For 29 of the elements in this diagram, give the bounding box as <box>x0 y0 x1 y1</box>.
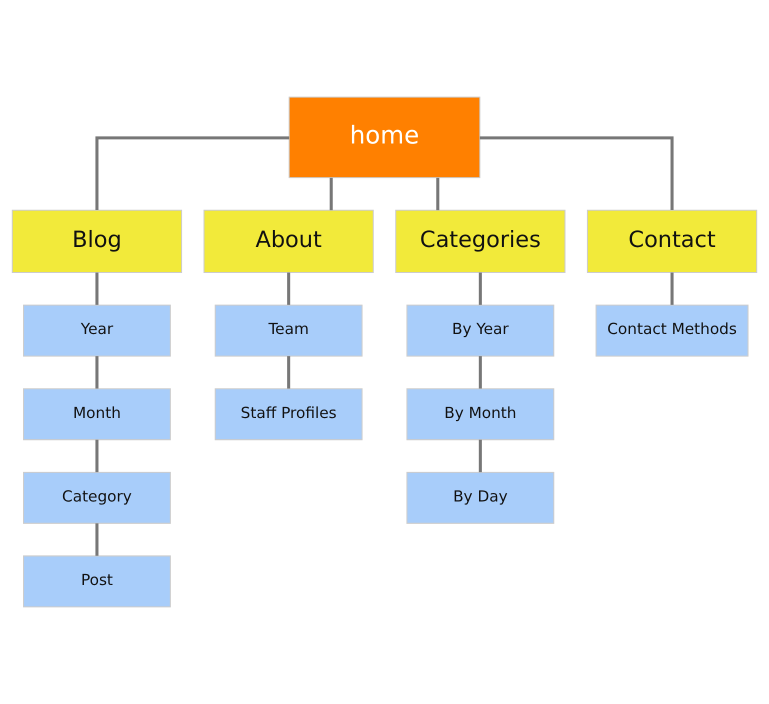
connector <box>95 356 98 389</box>
connector <box>478 356 482 389</box>
node-box: home <box>288 96 480 178</box>
connector <box>670 272 674 305</box>
node-box: By Year <box>406 304 554 357</box>
node-box: Contact <box>586 210 758 273</box>
connector <box>95 136 290 210</box>
connector <box>287 356 290 389</box>
connector <box>480 136 674 210</box>
node-box: Categories <box>395 210 566 273</box>
node-box: Year <box>23 304 171 357</box>
connector <box>95 440 98 472</box>
connector <box>478 440 482 472</box>
node-box: Staff Profiles <box>214 388 363 440</box>
connector <box>95 272 98 305</box>
node-box: By Month <box>406 388 554 440</box>
node-box: Category <box>23 472 171 524</box>
connector <box>436 178 440 210</box>
connector <box>95 523 98 556</box>
connector <box>330 178 333 210</box>
node-box: Post <box>23 555 171 608</box>
node-box: Blog <box>12 210 182 273</box>
node-box: Team <box>214 304 363 357</box>
connector <box>478 272 482 305</box>
node-box: About <box>204 210 374 273</box>
connector <box>287 272 290 305</box>
node-box: By Day <box>406 472 554 524</box>
node-box: Contact Methods <box>596 304 749 357</box>
node-box: Month <box>23 388 171 440</box>
